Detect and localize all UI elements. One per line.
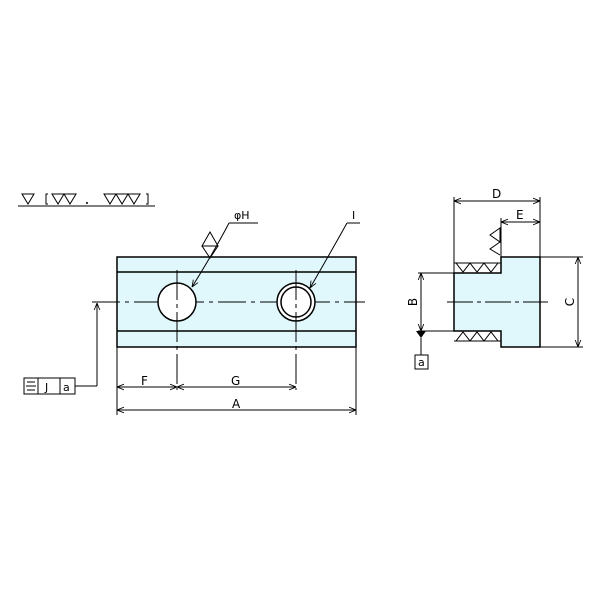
hole-label: φH	[234, 209, 250, 222]
finish-mark-icon	[454, 262, 500, 273]
side-dimensions: D E B C a	[406, 187, 578, 370]
side-view	[418, 197, 583, 348]
dim-F: F	[141, 374, 148, 388]
finish-mark-icon	[489, 227, 501, 256]
threaded-hole-callout: I	[310, 209, 360, 288]
dim-A: A	[232, 397, 241, 411]
datum-triangle-icon	[416, 331, 426, 338]
front-view	[92, 256, 365, 415]
tolerance-datum: a	[63, 381, 70, 394]
hole-callout: φH	[192, 209, 258, 287]
finish-triangle-icon	[21, 193, 35, 205]
threaded-hole-label: I	[352, 209, 355, 222]
surface-finish-note	[18, 193, 155, 207]
dim-B: B	[406, 298, 420, 306]
front-dimensions: F G A	[117, 374, 356, 411]
tolerance-value: J	[44, 381, 48, 394]
finish-mark-icon	[454, 331, 500, 342]
dim-G: G	[231, 374, 240, 388]
dim-E: E	[516, 208, 524, 222]
finish-mark-icon	[201, 230, 219, 259]
tolerance-frame: J a	[23, 303, 97, 395]
symmetry-icon	[26, 381, 36, 391]
finish-triple-triangle-icon	[103, 193, 141, 205]
dim-C: C	[563, 298, 577, 306]
dim-D: D	[492, 187, 501, 201]
datum-label: a	[418, 356, 425, 369]
finish-double-triangle-icon	[51, 193, 77, 205]
